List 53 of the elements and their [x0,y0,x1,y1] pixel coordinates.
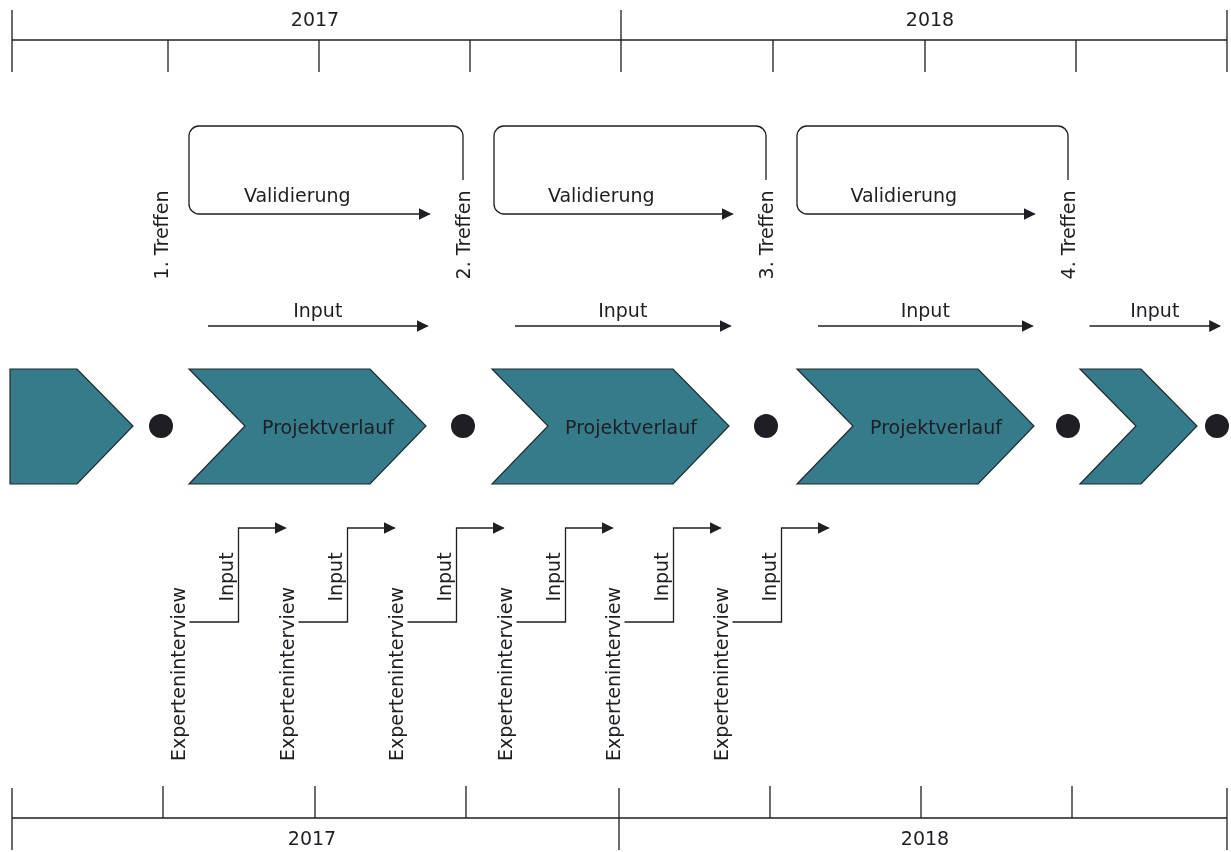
milestone-dot [1056,414,1080,438]
arrow [623,522,722,623]
year-label: 2017 [290,9,340,29]
interview-label: Experteninterview [711,587,731,761]
chevron-shape [1080,369,1198,485]
edge-label: Input [900,300,950,320]
meeting-label: 1. Treffen [151,190,171,280]
meeting-label: 4. Treffen [1058,190,1078,280]
edge-label: Input [434,552,453,602]
arrow [731,522,830,623]
edge-label: Validierung [243,185,351,205]
edge-label: Input [216,552,235,602]
milestone-dot [1205,414,1229,438]
year-label: 2018 [905,9,955,29]
arrow [188,125,464,220]
arrow [406,522,505,623]
chevron-shape [797,369,1035,485]
milestone-dot [149,414,173,438]
meeting-label: 2. Treffen [453,190,473,280]
arrow [514,320,732,332]
milestone-dot [754,414,778,438]
chevron-shape [189,369,427,485]
edge-label: Input [325,552,344,602]
edge-label: Input [293,300,343,320]
edge-label: Input [1130,300,1180,320]
chevron-shape [492,369,730,485]
interview-label: Experteninterview [168,587,188,761]
arrow [188,522,287,623]
edge-label: Input [598,300,648,320]
edge-label: Validierung [850,185,958,205]
stage-label: Projektverlauf [565,417,697,437]
interview-label: Experteninterview [386,587,406,761]
milestone-dot [451,414,475,438]
edge-label: Validierung [547,185,655,205]
year-label: 2018 [900,828,950,848]
stage-label: Projektverlauf [870,417,1002,437]
arrow [515,522,614,623]
edge-label: Input [651,552,670,602]
arrow [297,522,396,623]
edge-label: Input [759,552,778,602]
edge-label: Input [543,552,562,602]
chevron-shape [10,369,134,485]
arrow [207,320,429,332]
interview-label: Experteninterview [495,587,515,761]
interview-label: Experteninterview [603,587,623,761]
arrow [1088,320,1222,332]
arrow [796,125,1069,220]
stage-label: Projektverlauf [262,417,394,437]
arrow [493,125,767,220]
arrow [817,320,1034,332]
meeting-label: 3. Treffen [756,190,776,280]
year-label: 2017 [287,828,337,848]
interview-label: Experteninterview [277,587,297,761]
